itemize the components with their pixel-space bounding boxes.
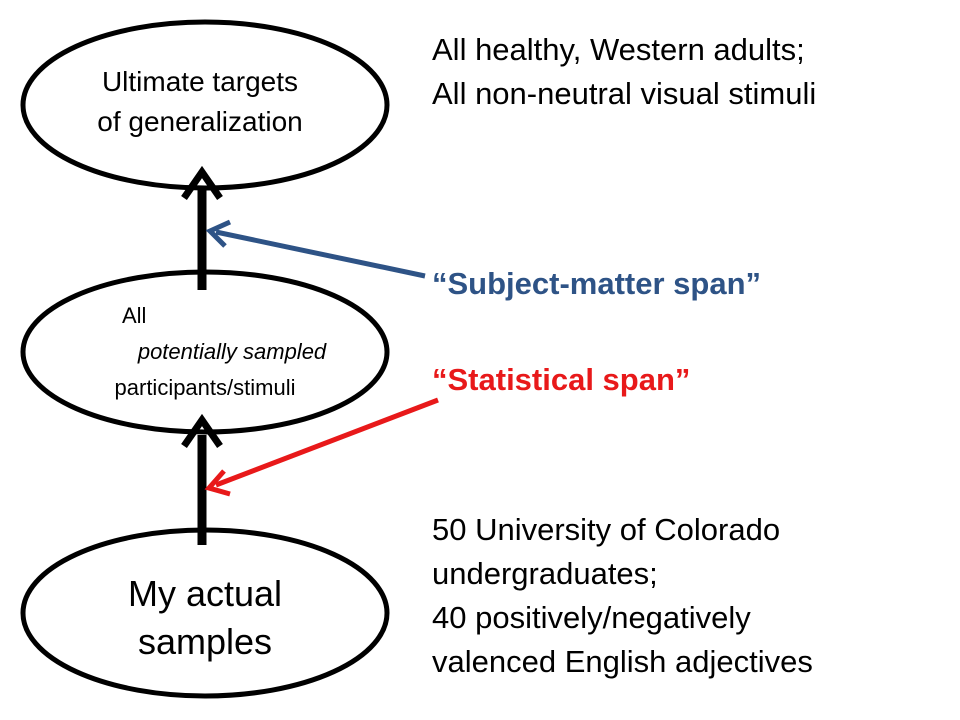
top-node-line-1: Ultimate targets bbox=[101, 66, 299, 97]
samples-description-line-1: 50 University of Colorado bbox=[432, 512, 781, 547]
subject-matter-span-label: “Subject-matter span” bbox=[432, 266, 762, 301]
top-node-label: Ultimate targets of generalization bbox=[50, 62, 350, 142]
samples-description: 50 University of Colorado undergraduates… bbox=[432, 508, 813, 684]
middle-node-line-2: potentially sampled bbox=[137, 339, 327, 364]
statistical-span-label: “Statistical span” bbox=[432, 362, 691, 397]
subject-matter-arrow bbox=[205, 219, 426, 279]
samples-description-line-2: undergraduates; bbox=[432, 556, 658, 591]
targets-description-line-2: All non-neutral visual stimuli bbox=[432, 76, 817, 111]
targets-description: All healthy, Western adults; All non-neu… bbox=[432, 28, 816, 116]
middle-node-line-1: All bbox=[122, 303, 147, 328]
targets-description-line-1: All healthy, Western adults; bbox=[432, 32, 805, 67]
arrow-bottom-to-middle bbox=[181, 413, 223, 545]
arrow-middle-to-top bbox=[181, 165, 223, 290]
statistical-arrow bbox=[204, 397, 439, 497]
bottom-node-line-1: My actual bbox=[127, 573, 283, 614]
samples-description-line-4: valenced English adjectives bbox=[432, 644, 813, 679]
bottom-node-line-2: samples bbox=[137, 621, 273, 662]
bottom-node-label: My actual samples bbox=[50, 570, 360, 666]
middle-node-label: All potentially sampled participants/sti… bbox=[60, 298, 370, 406]
top-node-line-2: of generalization bbox=[97, 106, 303, 137]
middle-node-line-3: participants/stimuli bbox=[114, 375, 296, 400]
samples-description-line-3: 40 positively/negatively bbox=[432, 600, 751, 635]
